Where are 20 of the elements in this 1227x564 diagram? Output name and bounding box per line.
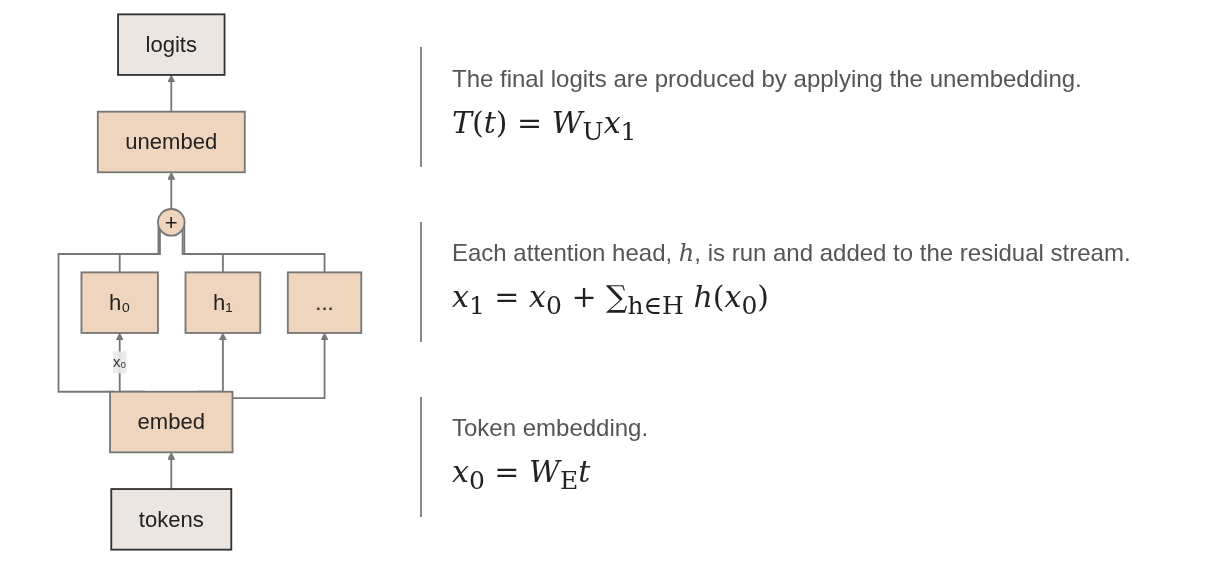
node-box: tokens xyxy=(110,488,233,551)
edge-label: x₀ xyxy=(113,354,127,370)
equation: T(t) = W$_{U}$x$_{1}$ xyxy=(452,104,638,146)
node-box: unembed xyxy=(97,110,246,174)
connector xyxy=(118,228,161,274)
description-text: Each attention head, h, is run and added to the residual stream. xyxy=(452,239,1132,268)
node-box: h₀ xyxy=(80,271,159,334)
node-circle: + xyxy=(157,208,186,237)
node-box: logits xyxy=(117,13,226,76)
arrow xyxy=(167,74,176,113)
node-box: h₁ xyxy=(184,271,262,334)
node-box: ... xyxy=(287,271,363,334)
node-box: embed xyxy=(109,390,234,454)
description-text: The final logits are produced by applying the unembedding. xyxy=(452,64,1083,93)
arrow xyxy=(167,451,176,490)
description-text: Token embedding. xyxy=(452,414,650,443)
connector xyxy=(181,228,224,274)
arrow xyxy=(167,171,176,210)
equation: x$_{0}$ = W$_{E}$t xyxy=(452,454,592,496)
equation: x$_{1}$ = x$_{0}$ + ∑$_{h∈H}$ h(x$_{0}$) xyxy=(452,279,771,321)
